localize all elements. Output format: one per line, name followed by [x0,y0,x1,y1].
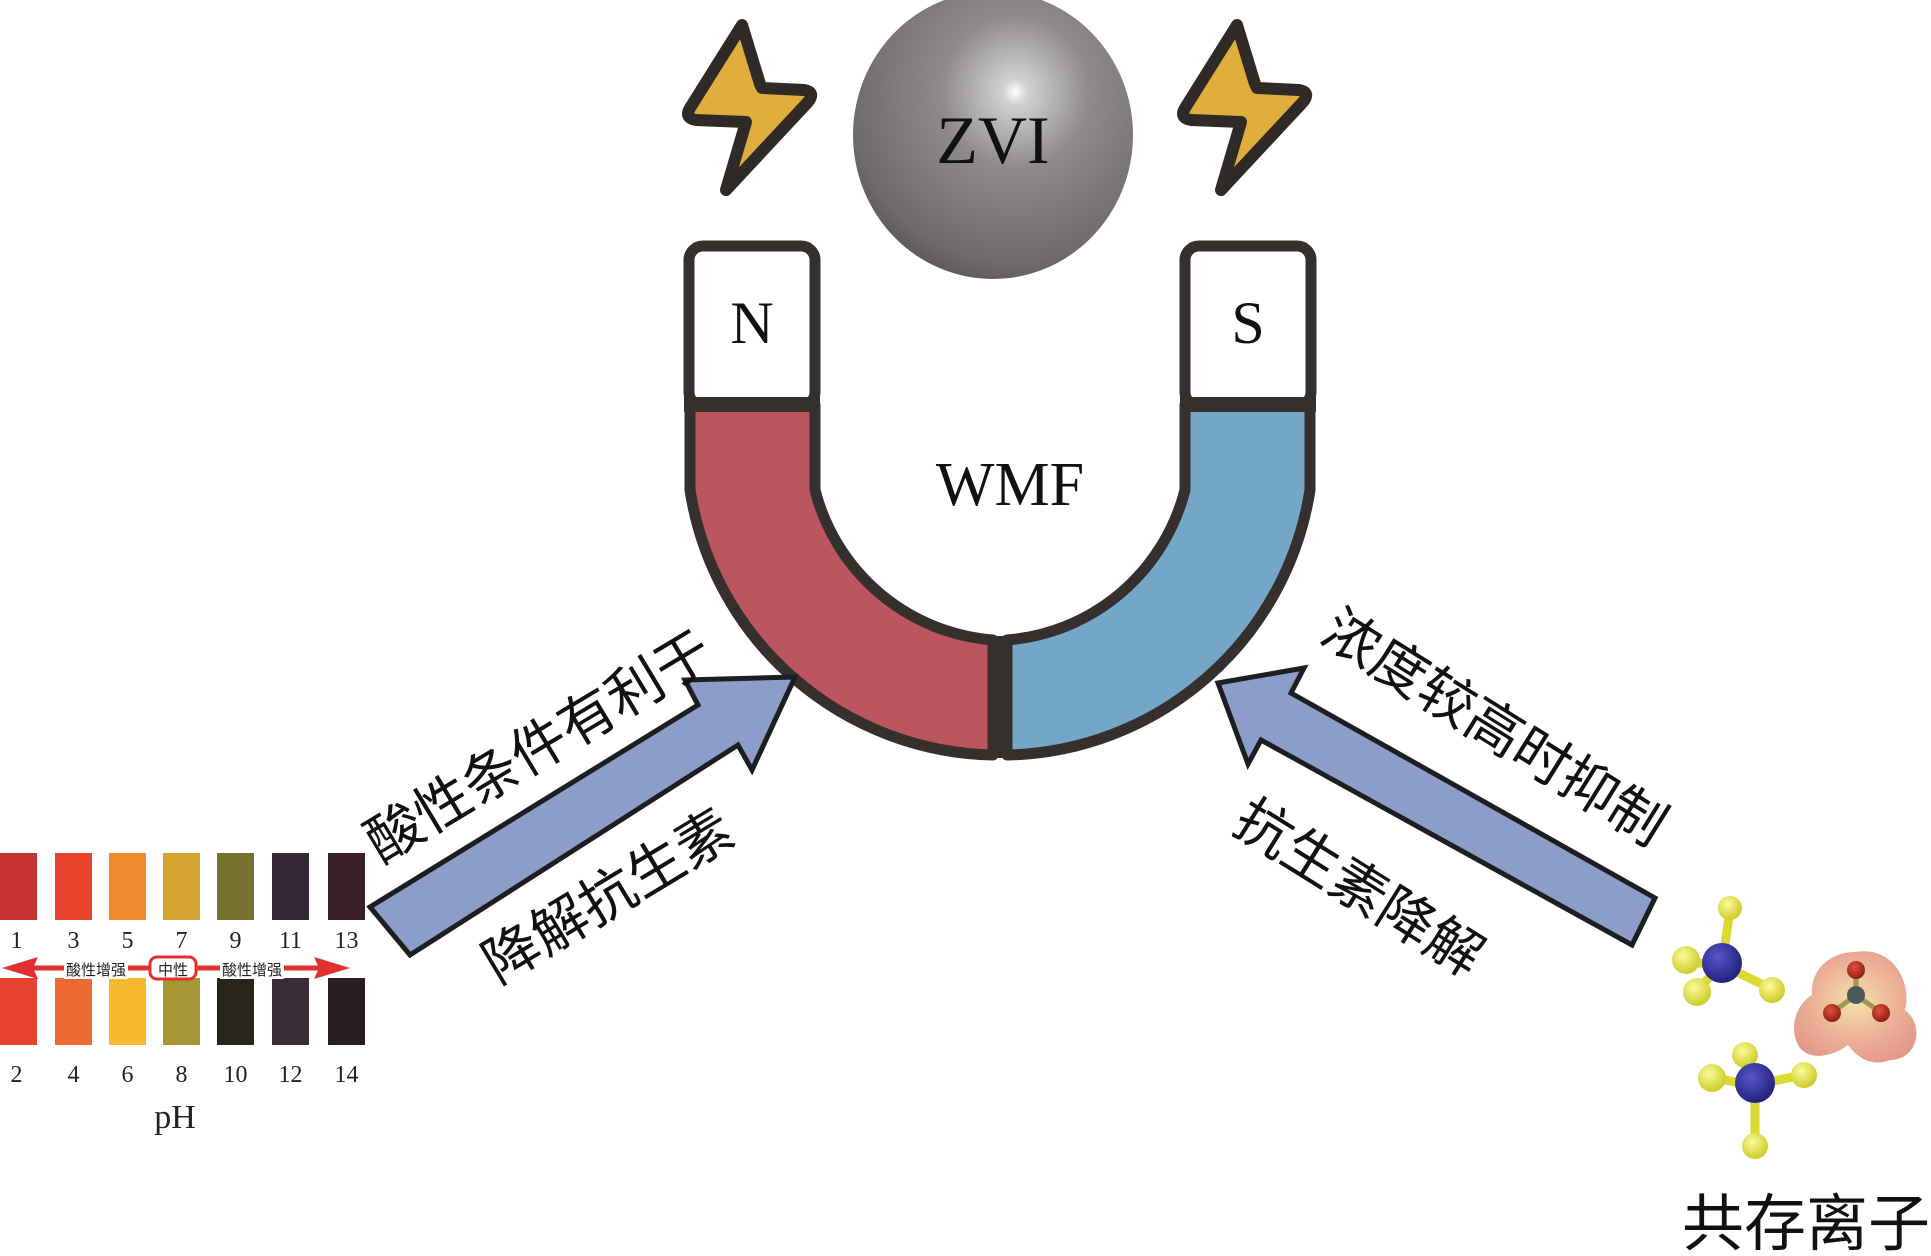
ph-swatch-10 [217,978,254,1045]
ph-right-label: 酸性增强 [222,961,282,979]
north-pole-label: N [730,290,773,356]
coexisting-ions: 共存离子 [1672,896,1930,1256]
ph-tick-label: 13 [335,928,359,954]
wmf-label: WMF [936,451,1084,519]
ph-swatch-4 [55,978,92,1045]
ph-swatch-12 [272,978,309,1045]
ph-tick-label: 4 [68,1062,80,1088]
ph-swatch-1 [0,853,37,920]
ph-swatch-9 [217,853,254,920]
ph-swatch-3 [55,853,92,920]
ph-left-label: 酸性增强 [66,961,126,979]
ph-swatch-13 [328,853,365,920]
ph-swatch-2 [0,978,37,1045]
lightning-bolt-right-icon [1177,19,1313,196]
ph-swatch-11 [272,853,309,920]
ph-center-label: 中性 [158,961,188,979]
ph-tick-label: 1 [11,928,23,954]
ph-arrow-left-icon [2,957,38,979]
ph-tick-label: 7 [176,928,188,954]
anion-icon [1793,951,1917,1063]
ph-swatch-8 [163,978,200,1045]
ammonium-ion-icon [1698,1042,1817,1159]
ph-tick-label: 10 [224,1062,248,1088]
ph-neutral-marker [148,955,198,981]
ammonium-ion-icon [1672,896,1785,1006]
ph-tick-label: 5 [122,928,134,954]
ph-title: pH [154,1099,196,1136]
zvi-particle: ZVI [853,0,1133,279]
coexisting-ions-label: 共存离子 [1682,1187,1930,1256]
magnet-north-arm [684,399,999,761]
ph-swatch-6 [109,978,146,1045]
horseshoe-magnet: N S WMF [683,240,1317,761]
magnet-south-arm [1001,399,1316,761]
ph-swatch-7 [163,853,200,920]
left-effect-arrow [366,674,799,959]
ph-tick-label: 2 [11,1062,23,1088]
ph-swatch-5 [109,853,146,920]
ph-tick-label: 9 [230,928,242,954]
zvi-label: ZVI [936,102,1049,178]
ph-tick-label: 6 [122,1062,134,1088]
ph-arrow-right-icon [314,957,350,979]
ph-tick-label: 11 [279,928,302,954]
ph-tick-label: 12 [279,1062,303,1088]
ph-tick-label: 14 [335,1062,359,1088]
lightning-bolt-left-icon [682,19,818,196]
ph-tick-label: 3 [68,928,80,954]
right-effect-arrow [1214,664,1659,949]
ph-swatch-14 [328,978,365,1045]
ph-tick-label: 8 [176,1062,188,1088]
south-pole-label: S [1231,290,1264,356]
